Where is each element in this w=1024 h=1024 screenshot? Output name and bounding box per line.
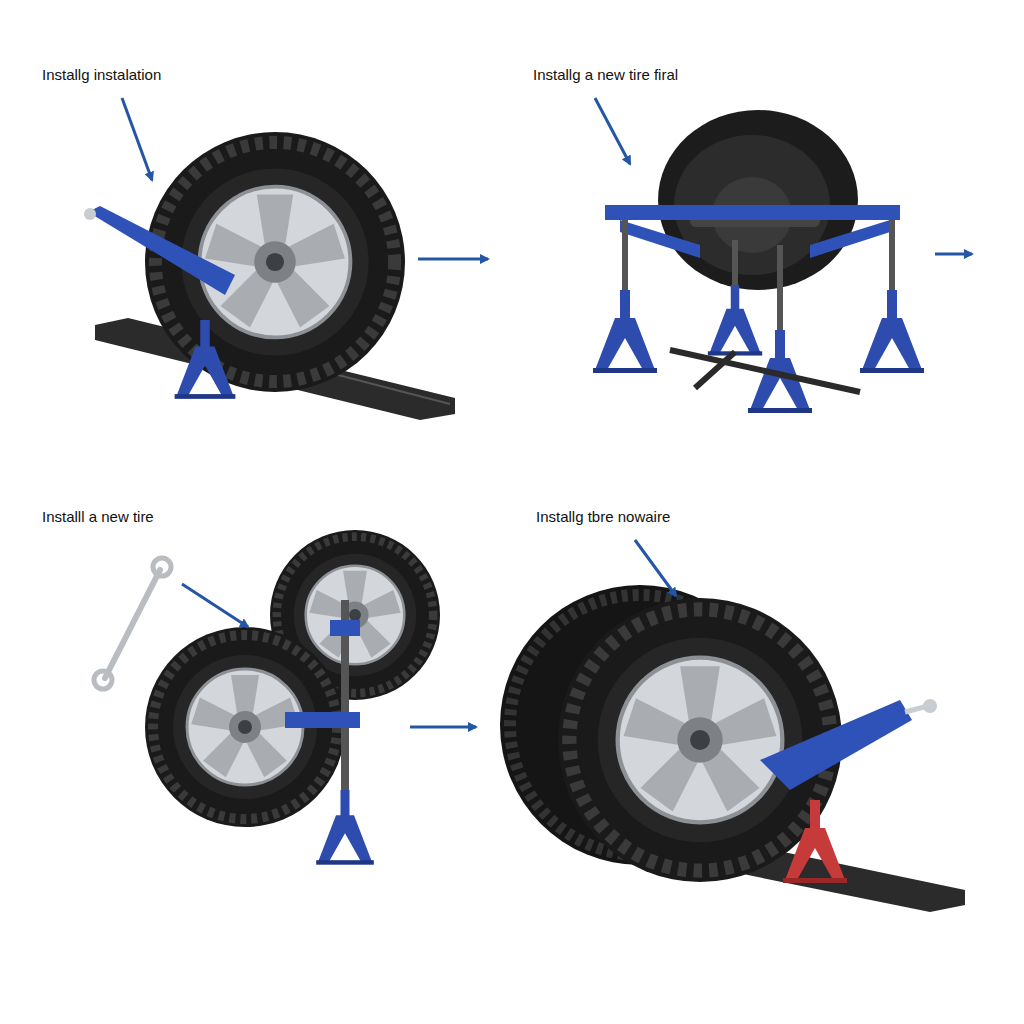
pointer-arrow bbox=[122, 98, 152, 180]
jack-stand bbox=[708, 285, 762, 356]
lug-wrench bbox=[670, 350, 860, 392]
panel-one-art bbox=[84, 98, 488, 420]
tire bbox=[658, 110, 858, 290]
jack-stand bbox=[860, 290, 924, 373]
panel-three-art bbox=[94, 530, 476, 865]
support-frame bbox=[605, 205, 900, 220]
jack-arm bbox=[760, 700, 912, 790]
jack-stand bbox=[593, 290, 657, 373]
jack-stand bbox=[783, 800, 847, 883]
step-label: Installg tbre nowaire bbox=[536, 508, 670, 526]
jack-arm bbox=[88, 206, 235, 295]
wrench bbox=[94, 558, 171, 689]
flow-arrow bbox=[418, 258, 488, 261]
panel-four-art bbox=[500, 540, 965, 912]
panel-two-art bbox=[593, 98, 972, 413]
flow-arrow bbox=[410, 726, 476, 729]
pointer-arrow bbox=[182, 584, 248, 627]
pointer-arrow bbox=[635, 540, 676, 596]
flow-arrow bbox=[935, 253, 972, 256]
jack-stand bbox=[316, 790, 374, 865]
tire bbox=[558, 598, 842, 882]
pointer-arrow bbox=[595, 98, 630, 164]
step-label: Installg instalation bbox=[42, 66, 161, 84]
step-label: Installl a new tire bbox=[42, 508, 154, 526]
step-label: Installg a new tire firal bbox=[533, 66, 678, 84]
jack-stand bbox=[175, 320, 236, 399]
